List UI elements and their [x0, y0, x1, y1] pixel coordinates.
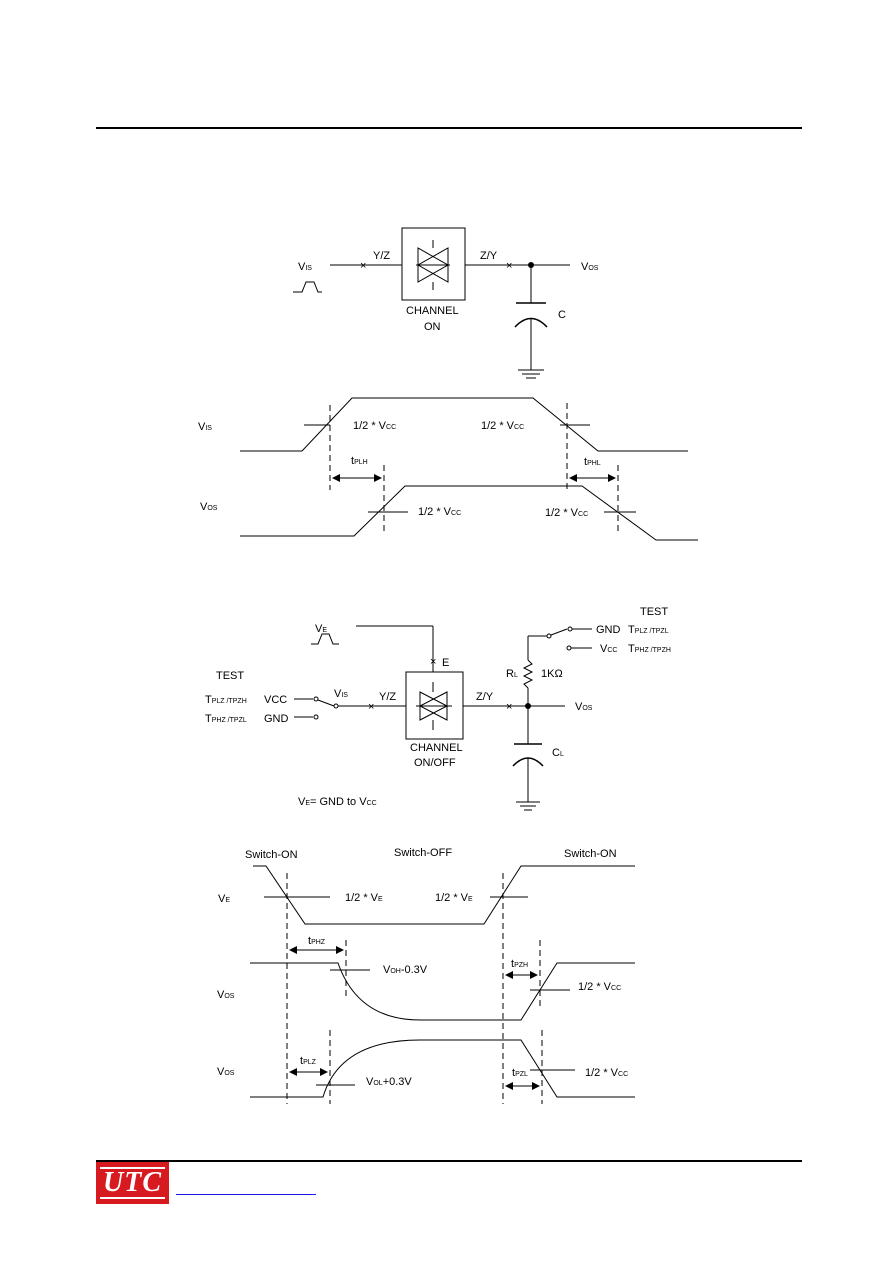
x-mark: × — [360, 260, 366, 272]
input-label: VIS — [298, 261, 312, 273]
test-label-right: TEST — [640, 606, 668, 618]
gnd-word-right: GND — [596, 624, 621, 636]
tplz-label: tPLZ — [300, 1055, 317, 1067]
ve-label-timing: VE — [218, 893, 230, 905]
tpzh-label: tPZH — [511, 958, 528, 970]
ground-icon-2 — [516, 801, 540, 811]
ve-label: VE — [315, 623, 327, 635]
half-ve-1: 1/2 * VE — [345, 892, 383, 904]
output-label: VOS — [581, 261, 599, 273]
vcc-word-left: VCC — [264, 694, 287, 706]
timing-diagram-1: VIS 1/2 * VCC 1/2 * VCC VOS 1/2 * VCC 1/… — [198, 397, 698, 541]
channel-state-label-2: ON/OFF — [414, 757, 456, 769]
pin-in-label-2: Y/Z — [379, 691, 396, 703]
vos1-waveform — [250, 962, 635, 1021]
tplh-label: tPLH — [351, 455, 368, 467]
channel-state-label: ON — [424, 321, 441, 333]
vos1-label: VOS — [217, 989, 235, 1001]
right-t1-label: TPLZ /TPZL — [628, 624, 669, 636]
right-t2-label: TPHZ /TPZH — [628, 643, 671, 655]
footer-link[interactable] — [176, 1194, 316, 1195]
ve-range-label: VE= GND to VCC — [298, 796, 377, 808]
vol-label: VOL+0.3V — [366, 1076, 412, 1088]
switch-box — [401, 227, 466, 301]
pin-out-label-2: Z/Y — [476, 691, 494, 703]
half-vcc-5: 1/2 * VCC — [578, 981, 621, 993]
vis-label-2: VIS — [334, 688, 348, 700]
switch-on-label-2: Switch-ON — [564, 848, 617, 860]
e-pin-label: E — [442, 657, 449, 669]
vos-label: VOS — [200, 501, 218, 513]
vos-waveform — [240, 485, 698, 541]
switch-arm-right — [550, 628, 568, 636]
test-label-left: TEST — [216, 670, 244, 682]
timing-diagram-2: Switch-ON Switch-OFF Switch-ON VE 1/2 * … — [217, 847, 635, 1104]
svg-text:×: × — [506, 260, 512, 272]
half-vcc-4: 1/2 * VCC — [545, 507, 588, 519]
pin-in-label: Y/Z — [373, 250, 390, 262]
half-vcc-3: 1/2 * VCC — [418, 506, 461, 518]
transmission-gate-icon — [416, 240, 450, 290]
vis-label: VIS — [198, 421, 212, 433]
resistor-value: 1KΩ — [541, 668, 563, 680]
half-vcc-2: 1/2 * VCC — [481, 420, 524, 432]
utc-logo-text: UTC — [100, 1167, 165, 1199]
switch-on-label-1: Switch-ON — [245, 849, 298, 861]
svg-text:×: × — [506, 701, 512, 713]
vos2-label: VOS — [217, 1066, 235, 1078]
vis-waveform — [240, 397, 688, 452]
tphz-tpzl-label: TPHZ /TPZL — [205, 713, 247, 725]
transmission-gate-icon-2 — [416, 682, 452, 730]
utc-logo: UTC — [96, 1162, 169, 1204]
half-vcc-1: 1/2 * VCC — [353, 420, 396, 432]
rl-label: RL — [506, 668, 518, 680]
ve-pulse-icon — [311, 633, 339, 645]
switch-arm-left — [317, 699, 335, 707]
tphz-label: tPHZ — [308, 935, 326, 947]
input-pulse-icon — [293, 281, 322, 293]
test-circuit-1: VIS × Y/Z CHANNEL ON Z/Y × VOS C — [293, 227, 599, 379]
tpzl-label: tPZL — [512, 1067, 528, 1079]
resistor-icon — [522, 659, 534, 689]
channel-label-2: CHANNEL — [410, 742, 463, 754]
vcc-right-label: VCC — [600, 643, 617, 655]
voh-label: VOH-0.3V — [383, 964, 428, 976]
vos2-waveform — [250, 1039, 635, 1098]
test-circuit-2: VE × E TEST TPLZ /TPZH VCC TPHZ /TPZL GN… — [205, 606, 671, 811]
half-ve-2: 1/2 * VE — [435, 892, 473, 904]
switch-off-label: Switch-OFF — [394, 847, 452, 859]
vos-label-2: VOS — [575, 701, 593, 713]
cap-label: C — [558, 309, 566, 321]
gnd-word-left: GND — [264, 713, 289, 725]
svg-text:×: × — [430, 656, 436, 668]
tphl-label: tPHL — [584, 456, 601, 468]
channel-label: CHANNEL — [406, 305, 459, 317]
svg-text:×: × — [368, 701, 374, 713]
tplz-tpzh-label: TPLZ /TPZH — [205, 694, 247, 706]
cl-label: CL — [552, 747, 564, 759]
half-vcc-6: 1/2 * VCC — [585, 1067, 628, 1079]
pin-out-label: Z/Y — [480, 250, 498, 262]
ve-waveform — [253, 865, 635, 925]
ground-icon — [518, 369, 544, 379]
